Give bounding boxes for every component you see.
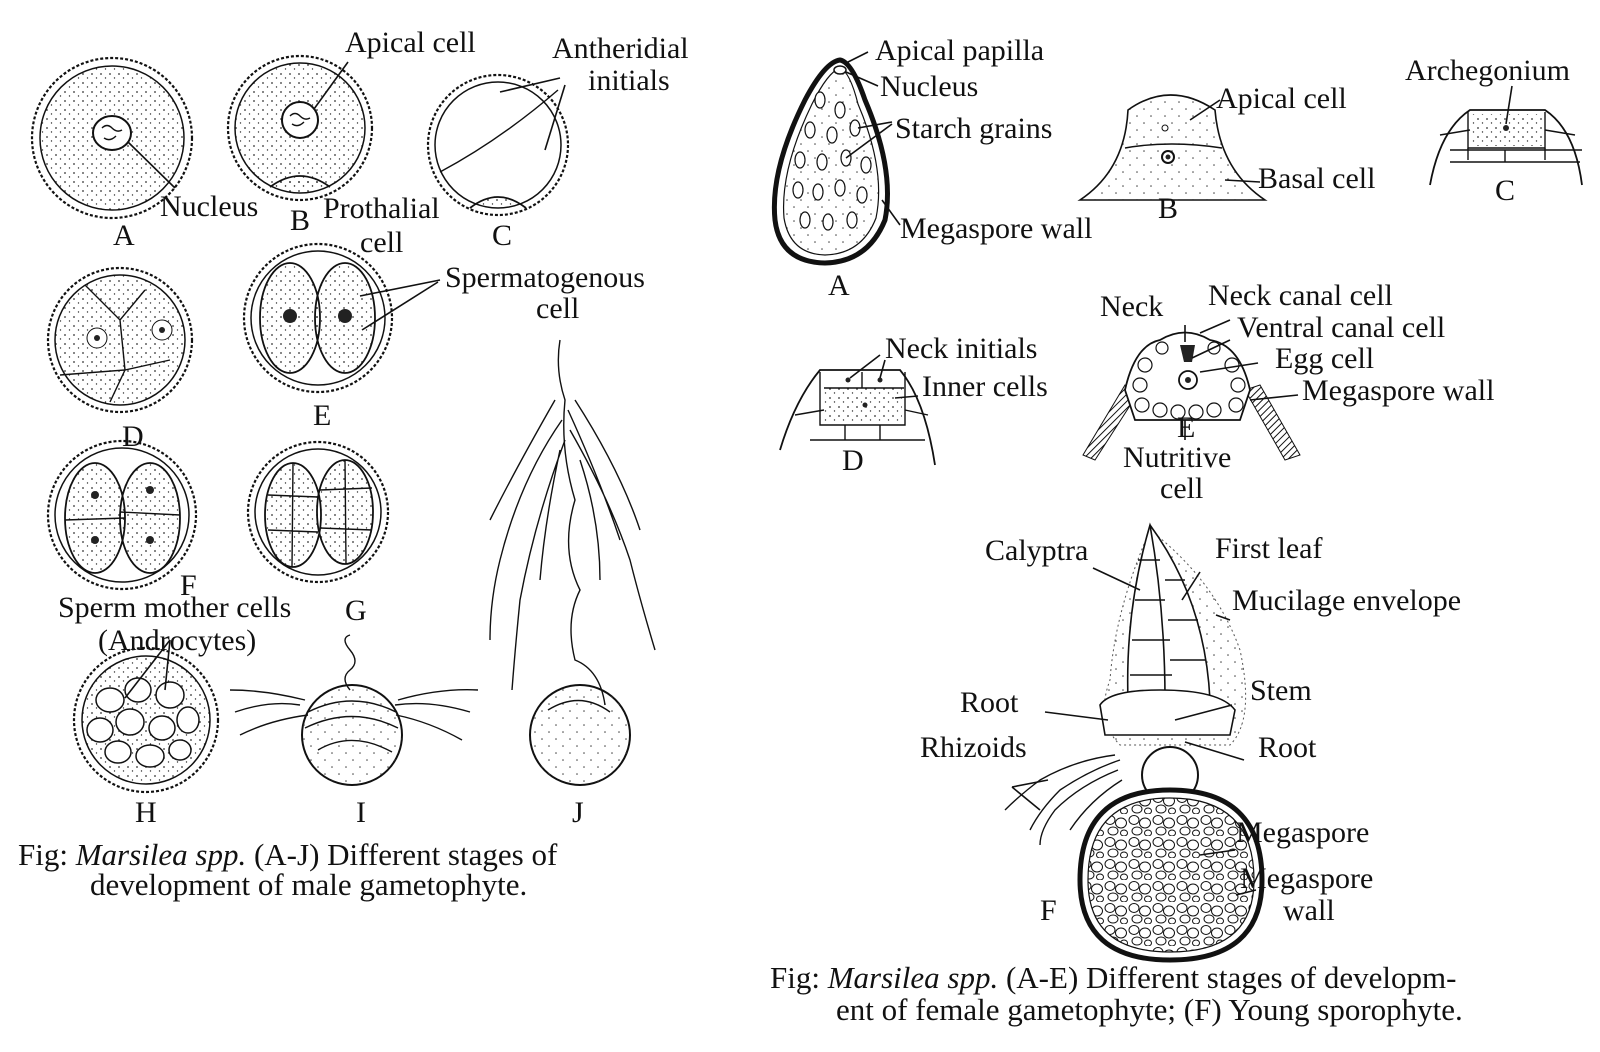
male-letter-b: B [290,204,310,237]
label-inner-cells: Inner cells [922,370,1048,403]
male-caption-line2: development of male gametophyte. [90,867,527,902]
female-stage-f-young-sporophyte [1004,522,1265,963]
male-caption-line1: Fig: Marsilea spp. (A-J) Different stage… [18,837,558,872]
label-mucilage-envelope: Mucilage envelope [1232,584,1461,617]
female-letter-b: B [1158,192,1178,225]
label-calyptra: Calyptra [985,534,1088,567]
label-root-left: Root [960,686,1019,719]
female-letter-f: F [1040,894,1057,927]
label-megaspore-wall-f: Megaspore [1240,862,1373,895]
label-spermatogenous-cell: cell [536,292,579,325]
male-letter-i: I [356,796,366,829]
label-nutritive: Nutritive [1123,441,1231,474]
female-stage-d-archegonium [779,354,936,466]
label-root-right: Root [1258,731,1317,764]
male-letter-j: J [572,796,584,829]
female-letter-e: E [1177,411,1195,444]
male-stage-a-spore [30,56,194,220]
label-nucleus-female: Nucleus [880,70,978,103]
label-prothalial: Prothalial [323,192,440,225]
female-stage-c-archegonium [1429,85,1583,186]
female-stage-a-megaspore [771,51,901,266]
female-stage-b-prothallus [1077,94,1268,201]
label-stem: Stem [1250,674,1312,707]
label-apical-papilla: Apical papilla [875,34,1044,67]
label-megaspore-wall-a: Megaspore wall [900,212,1092,245]
label-sperm-mother-cells: Sperm mother cells [58,591,291,624]
label-nucleus-male: Nucleus [160,190,258,223]
female-caption-line2: ent of female gametophyte; (F) Young spo… [836,992,1463,1027]
male-stage-f-spore [46,439,198,591]
label-starch-grains: Starch grains [895,112,1052,145]
label-rhizoids: Rhizoids [920,731,1027,764]
label-apical-cell-female: Apical cell [1216,82,1347,115]
male-stage-e-spore [242,242,441,394]
female-stage-e-archegonium [1082,319,1301,461]
female-letter-d: D [842,444,864,477]
male-letter-h: H [135,796,157,829]
label-megaspore: Megaspore [1236,816,1369,849]
label-prothalial-cell: cell [360,226,403,259]
male-letter-d: D [122,420,144,453]
male-letter-g: G [345,594,367,627]
label-archegonium: Archegonium [1405,54,1570,87]
label-megaspore-wall-e: Megaspore wall [1302,374,1494,407]
label-neck: Neck [1100,290,1163,323]
male-stage-g-spore [246,440,390,584]
label-egg-cell: Egg cell [1275,342,1374,375]
label-androcytes: (Androcytes) [98,624,256,657]
label-ventral-canal-cell: Ventral canal cell [1237,311,1445,344]
female-letter-c: C [1495,174,1515,207]
male-letter-e: E [313,399,331,432]
label-nutritive-cell: cell [1160,472,1203,505]
label-antheridial: Antheridial [552,32,689,65]
label-apical-cell-male: Apical cell [345,26,476,59]
label-antheridial-initials: initials [588,64,670,97]
label-first-leaf: First leaf [1215,532,1322,565]
label-neck-canal-cell: Neck canal cell [1208,279,1393,312]
label-megaspore-wall-f-wall: wall [1283,894,1335,927]
female-caption-line1: Fig: Marsilea spp. (A-E) Different stage… [770,960,1456,995]
male-letter-a: A [113,219,135,252]
female-letter-a: A [828,269,850,302]
male-stage-j-sperm [489,339,656,786]
label-neck-initials: Neck initials [885,332,1037,365]
male-stage-i-sperm-release [229,634,479,786]
male-stage-d-spore [46,266,194,414]
male-stage-b-spore [226,54,374,202]
label-spermatogenous: Spermatogenous [445,261,645,294]
male-letter-f: F [180,569,197,602]
male-letter-c: C [492,219,512,252]
label-basal-cell: Basal cell [1258,162,1375,195]
male-stage-h-spore [72,639,220,794]
male-stage-c-spore [426,73,570,217]
